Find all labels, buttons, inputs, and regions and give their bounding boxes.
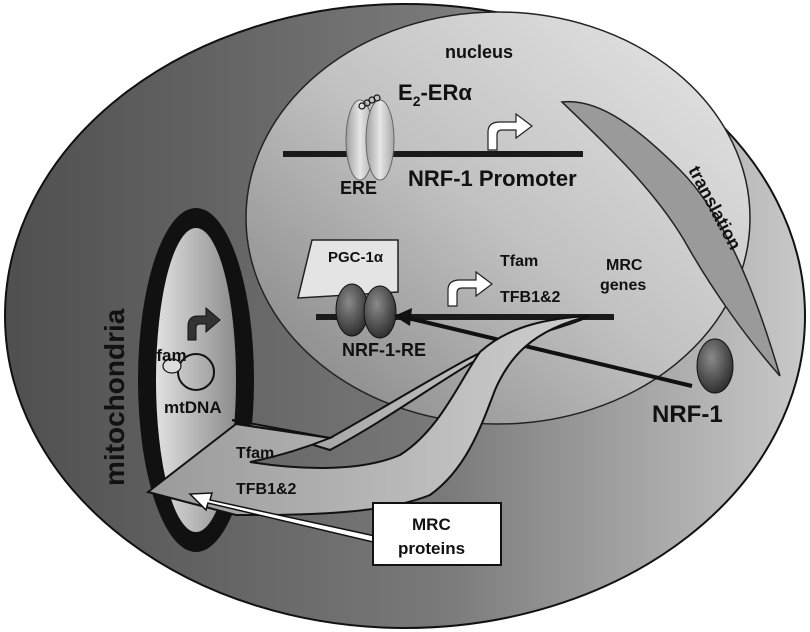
nrf1-protein-label: NRF-1 — [652, 401, 723, 428]
mitochondrial-import-arrow — [145, 315, 591, 517]
pgc1a-box — [297, 239, 399, 299]
tfam-nuclear-label: Tfam — [500, 253, 538, 270]
nrf1-bound-left — [335, 283, 369, 337]
pgc1a-label: PGC-1α — [328, 249, 384, 266]
promoter-dna-line — [283, 151, 583, 157]
nrf1-re-dna-line — [316, 314, 614, 320]
nrf1-to-re-line — [407, 316, 693, 388]
tfb-arrow-label: TFB1&2 — [236, 481, 297, 498]
nrf1-to-re-arrowhead — [394, 308, 412, 326]
tfam-mito-blob — [162, 358, 182, 374]
mtdna-circle — [177, 353, 215, 391]
mrc-proteins-arrow — [188, 492, 376, 543]
nucleus-label: nucleus — [445, 42, 513, 62]
mtdna-label: mtDNA — [164, 398, 222, 417]
nrf1-promoter-label: NRF-1 Promoter — [408, 166, 577, 191]
mrc-genes-label-line1: MRC — [606, 257, 643, 274]
mrc-proteins-label-line1: MRC — [412, 515, 451, 534]
ere-label: ERE — [340, 178, 377, 198]
estradiol-icon — [358, 94, 381, 110]
translation-ribbon — [560, 100, 781, 377]
mrc-proteins-box — [372, 502, 502, 566]
nrf1-protein — [696, 338, 734, 394]
mito-transcription-arrow-icon — [187, 306, 221, 341]
tfb-nuclear-label: TFB1&2 — [500, 289, 561, 306]
mrc-proteins-label-line2: proteins — [398, 539, 465, 558]
mrc-genes-label-line2: genes — [600, 277, 646, 294]
tfam-transcription-arrow-icon — [447, 270, 493, 307]
tfam-mito-label: Tfam — [146, 346, 187, 365]
nrf1-re-label: NRF-1-RE — [342, 340, 426, 360]
mitochondria-label: mitochondria — [99, 308, 130, 486]
nrf1-bound-right — [363, 285, 397, 339]
er-alpha-subunit-right — [365, 99, 395, 181]
promoter-transcription-arrow-icon — [487, 112, 533, 151]
tfam-arrow-label: Tfam — [236, 445, 274, 462]
e2-er-alpha-label: E2-ERα — [398, 80, 472, 109]
